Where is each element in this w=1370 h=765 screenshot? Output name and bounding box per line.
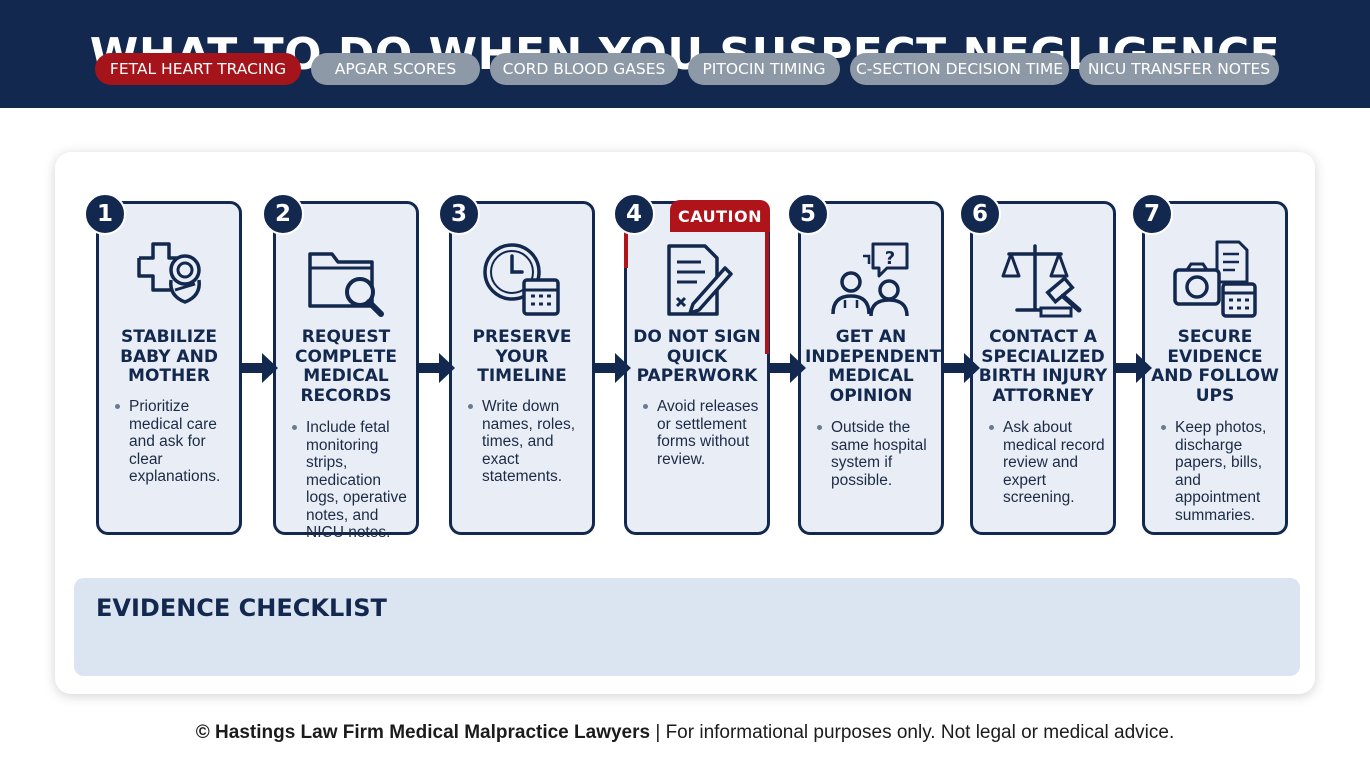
checklist-title: EVIDENCE CHECKLIST (96, 594, 387, 622)
arrow-right-icon (1114, 353, 1152, 383)
step-number-badge: 5 (787, 193, 829, 235)
clock-calendar-icon (483, 243, 560, 316)
step-card-7: SECURE EVIDENCE AND FOLLOW UPS Keep phot… (1142, 201, 1288, 535)
arrow-right-icon (768, 353, 806, 383)
step-bullet: Keep photos, discharge papers, bills, an… (1155, 419, 1281, 524)
footer-disclaimer: © Hastings Law Firm Medical Malpractice … (0, 722, 1370, 744)
footer-firm: © Hastings Law Firm Medical Malpractice … (195, 722, 651, 743)
arrow-right-icon (417, 353, 455, 383)
step-title: DO NOT SIGN QUICK PAPERWORK (633, 327, 761, 386)
caution-border-right (765, 228, 769, 354)
doctor-question-icon: ? (831, 242, 909, 317)
checklist-chip: NICU TRANSFER NOTES (1079, 53, 1279, 85)
camera-documents-icon (1173, 240, 1257, 318)
step-number-badge: 2 (262, 193, 304, 235)
step-title: GET AN INDEPENDENT MEDICAL OPINION (805, 327, 942, 406)
document-pen-icon (667, 244, 733, 316)
step-bullet: Outside the same hospital system if poss… (811, 419, 937, 489)
step-title: SECURE EVIDENCE AND FOLLOW UPS (1151, 327, 1279, 406)
caution-border-left (624, 228, 628, 268)
step-card-2: REQUEST COMPLETE MEDICAL RECORDS Include… (273, 201, 419, 541)
evidence-checklist: EVIDENCE CHECKLIST (74, 578, 1300, 676)
step-bullet: Prioritize medical care and ask for clea… (109, 398, 235, 486)
step-card-1: STABILIZE BABY AND MOTHER Prioritize med… (96, 201, 242, 535)
checklist-chip: PITOCIN TIMING (688, 53, 840, 85)
step-number-badge: 3 (438, 193, 480, 235)
step-title: CONTACT A SPECIALIZED BIRTH INJURY ATTOR… (978, 327, 1108, 406)
checklist-chip: C-SECTION DECISION TIME (850, 53, 1069, 85)
step-bullet: Ask about medical record review and expe… (983, 419, 1109, 507)
arrow-right-icon (942, 353, 980, 383)
folder-search-icon (308, 252, 384, 317)
step-number-badge: 1 (84, 193, 126, 235)
step-number-badge: 4 (613, 193, 655, 235)
step-card-3: PRESERVE YOUR TIMELINE Write down names,… (449, 201, 595, 535)
caution-badge: CAUTION (670, 200, 770, 232)
checklist-chip: FETAL HEART TRACING (95, 53, 301, 85)
arrow-right-icon (593, 353, 631, 383)
scales-gavel-icon (1001, 244, 1082, 318)
step-bullet: Write down names, roles, times, and exac… (462, 398, 588, 486)
footer-note: | For informational purposes only. Not l… (650, 722, 1175, 743)
checklist-chip: CORD BLOOD GASES (490, 53, 678, 85)
step-number-badge: 6 (959, 193, 1001, 235)
step-bullet: Include fetal monitoring strips, medicat… (286, 419, 412, 542)
step-card-4: DO NOT SIGN QUICK PAPERWORK Avoid releas… (624, 201, 770, 535)
step-title: REQUEST COMPLETE MEDICAL RECORDS (295, 327, 397, 406)
step-bullet: Avoid releases or settlement forms witho… (637, 398, 763, 468)
medical-cross-baby-icon (137, 242, 201, 304)
svg-text:?: ? (885, 248, 895, 269)
step-number-badge: 7 (1131, 193, 1173, 235)
checklist-chip: APGAR SCORES (311, 53, 480, 85)
step-title: STABILIZE BABY AND MOTHER (120, 327, 218, 386)
step-card-5: ? GET AN INDEPENDENT MEDICAL OPINION Out… (798, 201, 944, 535)
step-card-6: CONTACT A SPECIALIZED BIRTH INJURY ATTOR… (970, 201, 1116, 535)
arrow-right-icon (240, 353, 278, 383)
step-title: PRESERVE YOUR TIMELINE (472, 327, 572, 386)
